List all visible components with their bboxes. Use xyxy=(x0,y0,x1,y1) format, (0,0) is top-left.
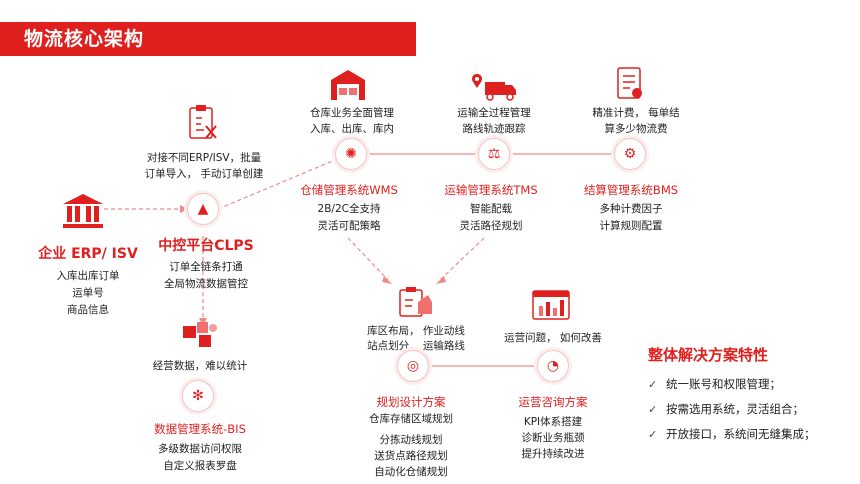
atom-icon: ✻ xyxy=(182,380,214,412)
clps-line-1: 订单全链条打通 xyxy=(169,261,243,273)
target-icon: ◎ xyxy=(397,350,429,382)
data-cubes-icon xyxy=(183,322,217,347)
planning-title: 规划设计方案 xyxy=(376,395,446,409)
planning-line-2: 分拣动线规划 xyxy=(379,434,443,446)
tms-note-1: 运输全过程管理 xyxy=(457,107,531,119)
erp-title: 企业 ERP/ ISV xyxy=(38,246,138,262)
bis-title: 数据管理系统-BIS xyxy=(154,422,246,436)
planning-line-4: 自动化仓储规划 xyxy=(374,466,448,478)
check-icon: ✓ xyxy=(648,403,658,416)
invoice-icon xyxy=(617,67,642,99)
link-wms-planning xyxy=(347,237,389,281)
page-title: 物流核心架构 xyxy=(0,22,416,56)
erp-line-3: 商品信息 xyxy=(67,304,109,316)
tms-title: 运输管理系统TMS xyxy=(444,183,538,197)
consulting-line-1: KPI体系搭建 xyxy=(523,416,583,428)
bms-line-2: 计算规则配置 xyxy=(599,220,663,232)
tms-line-2: 灵活路径规划 xyxy=(459,220,523,232)
tms-line-1: 智能配载 xyxy=(470,203,512,215)
check-icon: ✓ xyxy=(648,428,658,441)
bms-note-1: 精准计费， 每单结 xyxy=(592,107,680,119)
clps-line-2: 全局物流数据管控 xyxy=(164,278,248,290)
bank-icon xyxy=(63,194,103,228)
wms-line-2: 灵活可配策略 xyxy=(317,220,381,232)
bis-line-1: 多级数据访问权限 xyxy=(158,443,242,455)
feature-item: ✓按需选用系统，灵活组合； xyxy=(648,397,853,422)
consulting-line-2: 诊断业务瓶颈 xyxy=(521,432,585,444)
planning-note-1: 库区布局， 作业动线 xyxy=(367,325,465,337)
clps-title: 中控平台CLPS xyxy=(158,238,254,254)
link-tms-planning xyxy=(439,237,485,281)
bms-title: 结算管理系统BMS xyxy=(583,183,679,197)
wms-note-2: 入库、出库、库内 xyxy=(310,123,394,135)
tms-note-2: 路线轨迹跟踪 xyxy=(462,123,526,135)
bis-note-1: 经营数据，难以统计 xyxy=(152,360,248,372)
erp-line-1: 入库出库订单 xyxy=(56,270,120,282)
consulting-line-3: 提升持续改进 xyxy=(521,448,585,460)
wms-title: 仓储管理系统WMS xyxy=(300,183,398,197)
bms-line-1: 多种计费因子 xyxy=(599,203,663,215)
check-icon: ✓ xyxy=(648,378,658,391)
feature-item: ✓统一账号和权限管理； xyxy=(648,372,853,397)
gears-icon: ⚙ xyxy=(614,138,646,170)
clipboard-house-icon xyxy=(399,287,432,317)
bis-line-2: 自定义报表罗盘 xyxy=(163,460,237,472)
link-clps-wms xyxy=(217,159,336,210)
clps-note-1: 对接不同ERP/ISV，批量 xyxy=(146,152,262,164)
truck-location-icon xyxy=(472,74,516,101)
warehouse-icon xyxy=(331,70,365,100)
chat-bubbles-icon: ◔ xyxy=(537,350,569,382)
planning-line-3: 送货点路径规划 xyxy=(374,450,448,462)
dashboard-chart-icon xyxy=(532,290,570,320)
planning-line-1: 仓库存储区域规划 xyxy=(369,413,453,425)
clipboard-tools-icon xyxy=(189,105,217,139)
wms-note-1: 仓库业务全面管理 xyxy=(310,107,394,119)
features-title: 整体解决方案特性 xyxy=(648,346,769,364)
rocket-icon: ▲ xyxy=(187,193,219,225)
feature-item: ✓开放接口，系统间无缝集成； xyxy=(648,422,853,447)
features-panel: 整体解决方案特性 ✓统一账号和权限管理； ✓按需选用系统，灵活组合； ✓开放接口… xyxy=(648,344,853,447)
scale-icon: ⚖ xyxy=(478,138,510,170)
clps-note-2: 订单导入， 手动订单创建 xyxy=(144,168,264,180)
erp-line-2: 运单号 xyxy=(72,287,104,299)
wms-line-1: 2B/2C全支持 xyxy=(317,203,381,215)
bms-note-2: 算多少物流费 xyxy=(604,123,668,135)
lightbulb-icon: ✺ xyxy=(335,138,367,170)
consulting-note-1: 运营问题， 如何改善 xyxy=(504,332,602,344)
planning-note-2: 站点划分， 运输路线 xyxy=(367,340,465,352)
consulting-title: 运营咨询方案 xyxy=(518,395,588,409)
